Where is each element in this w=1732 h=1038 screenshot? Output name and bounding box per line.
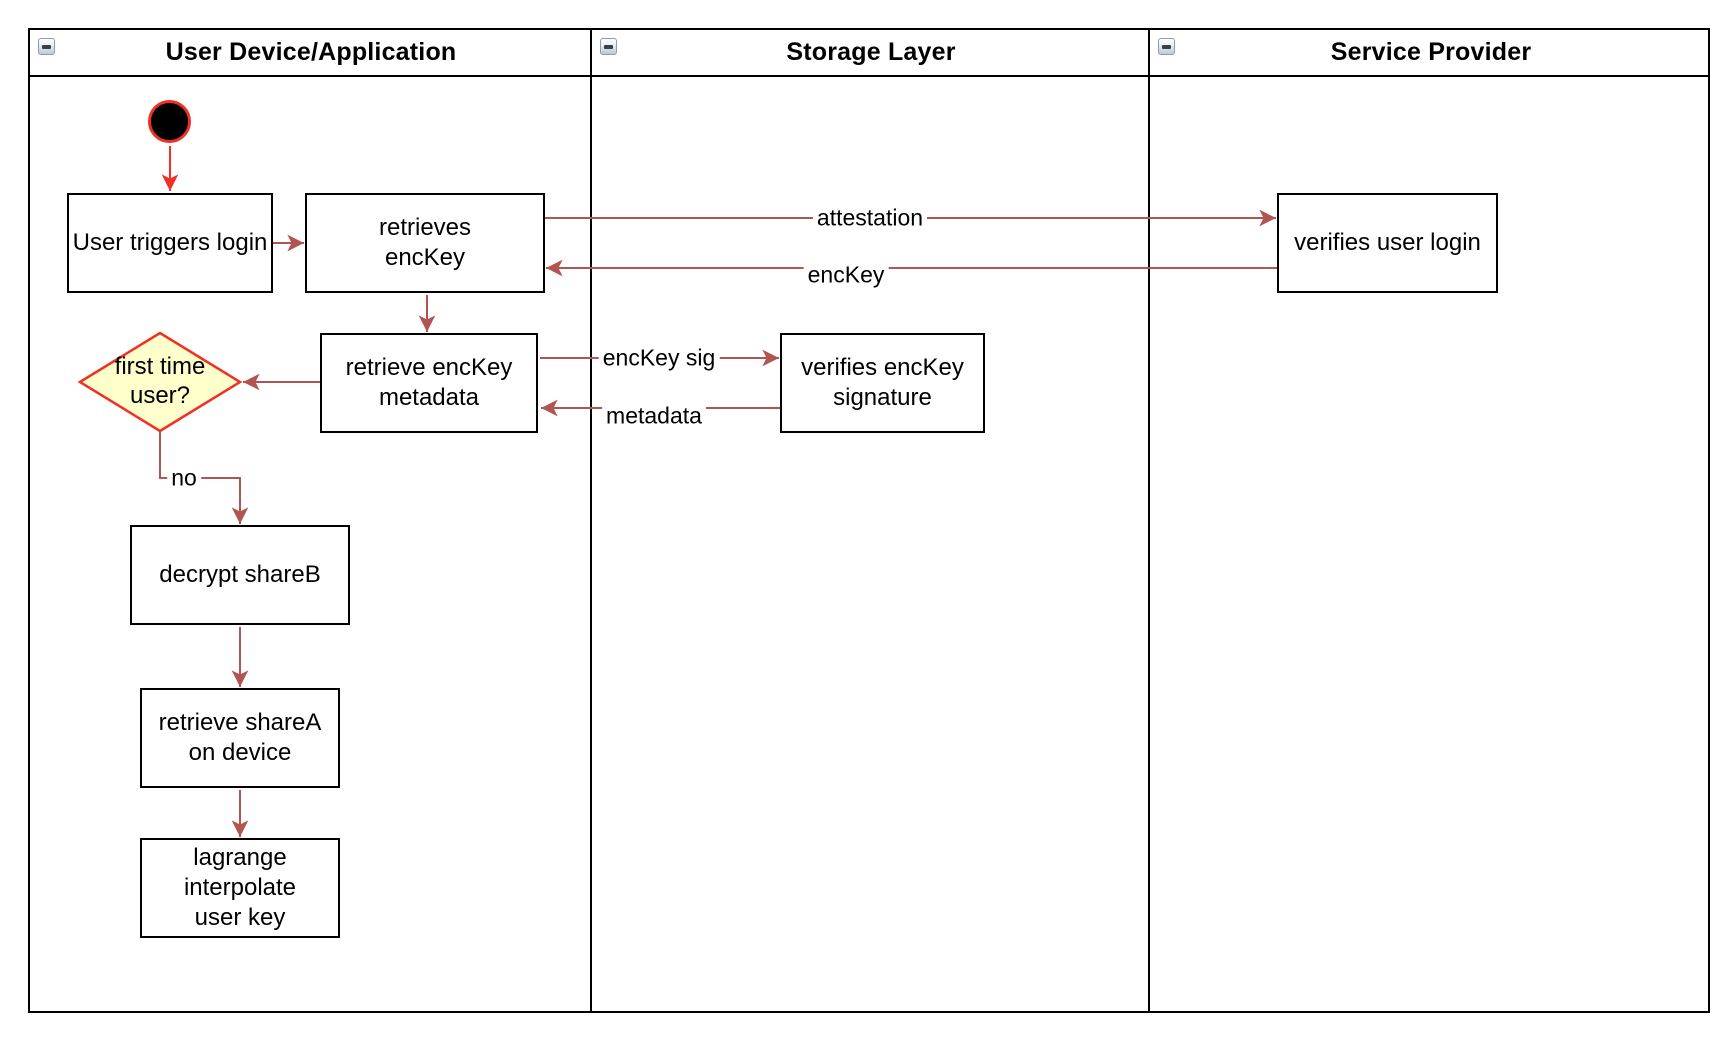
edge-label-metadata[interactable]: metadata: [602, 402, 706, 430]
minus-icon[interactable]: [1158, 38, 1175, 55]
node-label: lagrange interpolate user key: [183, 844, 297, 931]
lane-divider-2: [1148, 30, 1150, 1011]
node-label: User triggers login: [72, 229, 268, 256]
lane-title: User Device/Application: [165, 38, 457, 66]
node-verifies-enckey-signature[interactable]: verifies encKey signature: [780, 333, 985, 433]
node-retrieves-enckey[interactable]: retrieves encKey: [305, 193, 545, 293]
node-user-triggers-login[interactable]: User triggers login: [67, 193, 273, 293]
node-lagrange-interpolate[interactable]: lagrange interpolate user key: [140, 838, 340, 938]
lane-title: Storage Layer: [786, 38, 956, 66]
node-decrypt-shareb[interactable]: decrypt shareB: [130, 525, 350, 625]
decision-diamond-shape: [77, 331, 243, 433]
decision-label: first time user?: [114, 353, 206, 409]
node-label: retrieves encKey: [378, 214, 472, 271]
node-label: decrypt shareB: [159, 561, 321, 588]
decision-first-time-user[interactable]: [77, 331, 243, 433]
start-node[interactable]: [148, 100, 191, 143]
minus-icon[interactable]: [38, 38, 55, 55]
node-label: verifies encKey signature: [801, 354, 964, 411]
lane-title: Service Provider: [1330, 38, 1532, 66]
node-label: verifies user login: [1294, 229, 1481, 256]
node-label: retrieve encKey metadata: [345, 354, 513, 411]
edge-label-attestation[interactable]: attestation: [812, 204, 928, 232]
lane-header-service-provider[interactable]: Service Provider: [1150, 30, 1712, 75]
lane-divider-1: [590, 30, 592, 1011]
minus-icon[interactable]: [600, 38, 617, 55]
node-retrieve-sharea[interactable]: retrieve shareA on device: [140, 688, 340, 788]
edge-label-enckey-sig[interactable]: encKey sig: [598, 344, 720, 372]
edge-label-enckey[interactable]: encKey: [803, 261, 889, 289]
node-label: retrieve shareA on device: [158, 709, 322, 766]
lane-header-user-device[interactable]: User Device/Application: [30, 30, 592, 75]
edge-label-no[interactable]: no: [167, 464, 201, 492]
node-retrieve-enckey-metadata[interactable]: retrieve encKey metadata: [320, 333, 538, 433]
node-verifies-user-login[interactable]: verifies user login: [1277, 193, 1498, 293]
header-divider: [30, 75, 1708, 77]
lane-header-storage-layer[interactable]: Storage Layer: [592, 30, 1150, 75]
